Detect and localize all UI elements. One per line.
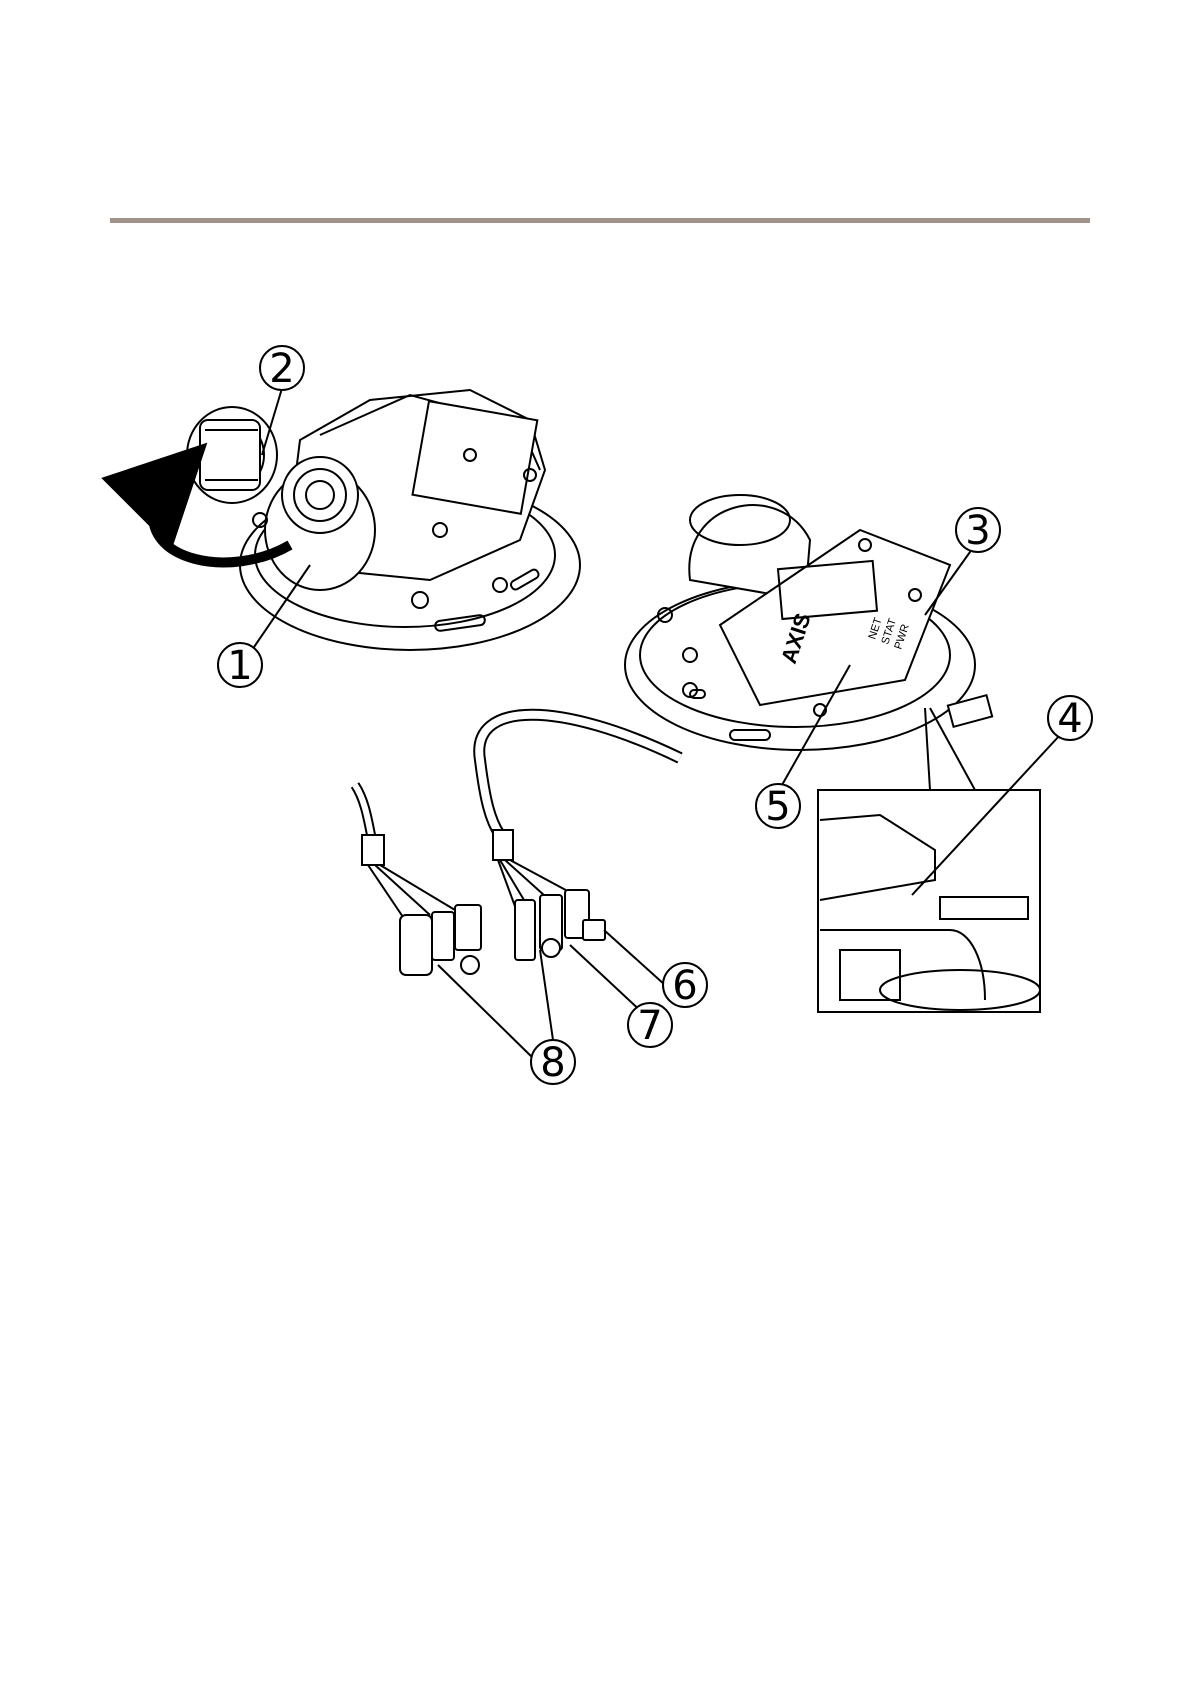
callout-4: 4 [1048, 696, 1092, 742]
callout-8: 8 [531, 1040, 575, 1086]
callout-6: 6 [663, 963, 707, 1009]
callout-5: 5 [756, 784, 800, 830]
callout-label-7: 7 [637, 1003, 662, 1049]
callout-7: 7 [628, 1003, 672, 1049]
callout-label-8: 8 [540, 1040, 565, 1086]
callout-2: 2 [260, 346, 304, 392]
callout-label-4: 4 [1057, 696, 1082, 742]
left-camera-illustration [240, 390, 580, 650]
callout-label-5: 5 [765, 784, 790, 830]
callout-3: 3 [956, 508, 1000, 554]
lens-cover-illustration [187, 407, 277, 503]
callout-label-2: 2 [269, 346, 294, 392]
connector-set-extension-cable [355, 785, 481, 975]
connector-set-camera-cable [493, 830, 605, 960]
sd-card-slot-inset [818, 708, 1040, 1012]
callout-label-1: 1 [227, 643, 252, 689]
callout-1: 1 [218, 643, 262, 689]
callout-label-6: 6 [672, 963, 697, 1009]
camera-cable [479, 715, 680, 835]
callout-label-3: 3 [965, 508, 990, 554]
